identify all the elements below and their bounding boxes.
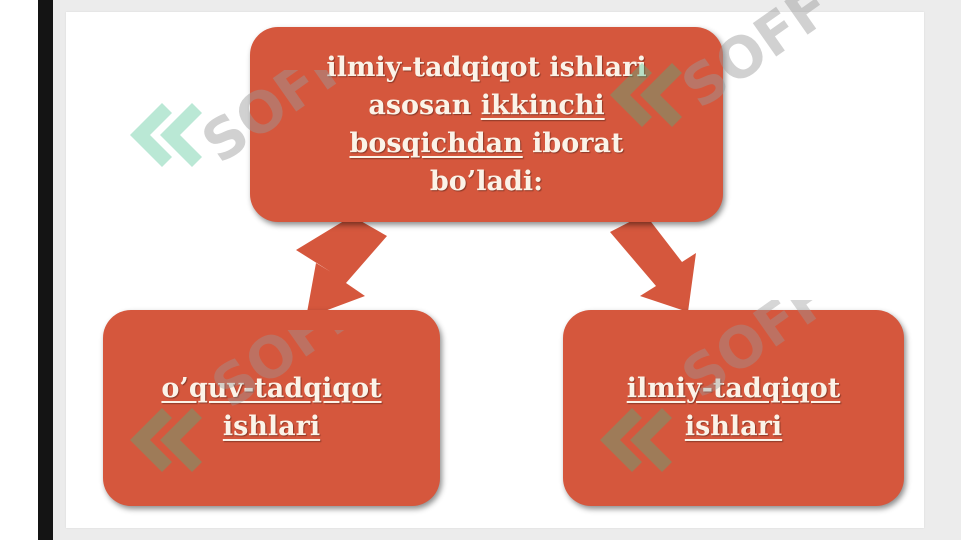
arrow-right (610, 214, 696, 312)
top-box-line1: ilmiy-tadqiqot ishlari (326, 51, 647, 83)
right-box: ilmiy-tadqiqot ishlari (563, 310, 904, 506)
left-box-line2: ishlari (222, 411, 321, 442)
top-box-line2a: asosan (368, 89, 481, 121)
left-margin (0, 0, 38, 540)
left-border-bar (38, 0, 53, 540)
left-box-text: o’quv-tadqiqot ishlari (141, 370, 401, 446)
top-box-line2b: ikkinchi (480, 89, 605, 121)
right-box-line2: ishlari (684, 411, 783, 442)
right-box-line1: ilmiy-tadqiqot (626, 373, 841, 404)
top-box: ilmiy-tadqiqot ishlari asosan ikkinchi b… (250, 27, 723, 222)
arrow-left (296, 216, 387, 318)
top-box-line3b: iborat (522, 127, 624, 159)
right-box-text: ilmiy-tadqiqot ishlari (607, 370, 861, 446)
top-box-line4: bo’ladi: (429, 165, 544, 197)
top-box-line3a: bosqichdan (349, 127, 523, 159)
left-box-line1: o’quv-tadqiqot (161, 373, 382, 404)
top-box-text: ilmiy-tadqiqot ishlari asosan ikkinchi b… (306, 49, 666, 201)
left-box: o’quv-tadqiqot ishlari (103, 310, 440, 506)
